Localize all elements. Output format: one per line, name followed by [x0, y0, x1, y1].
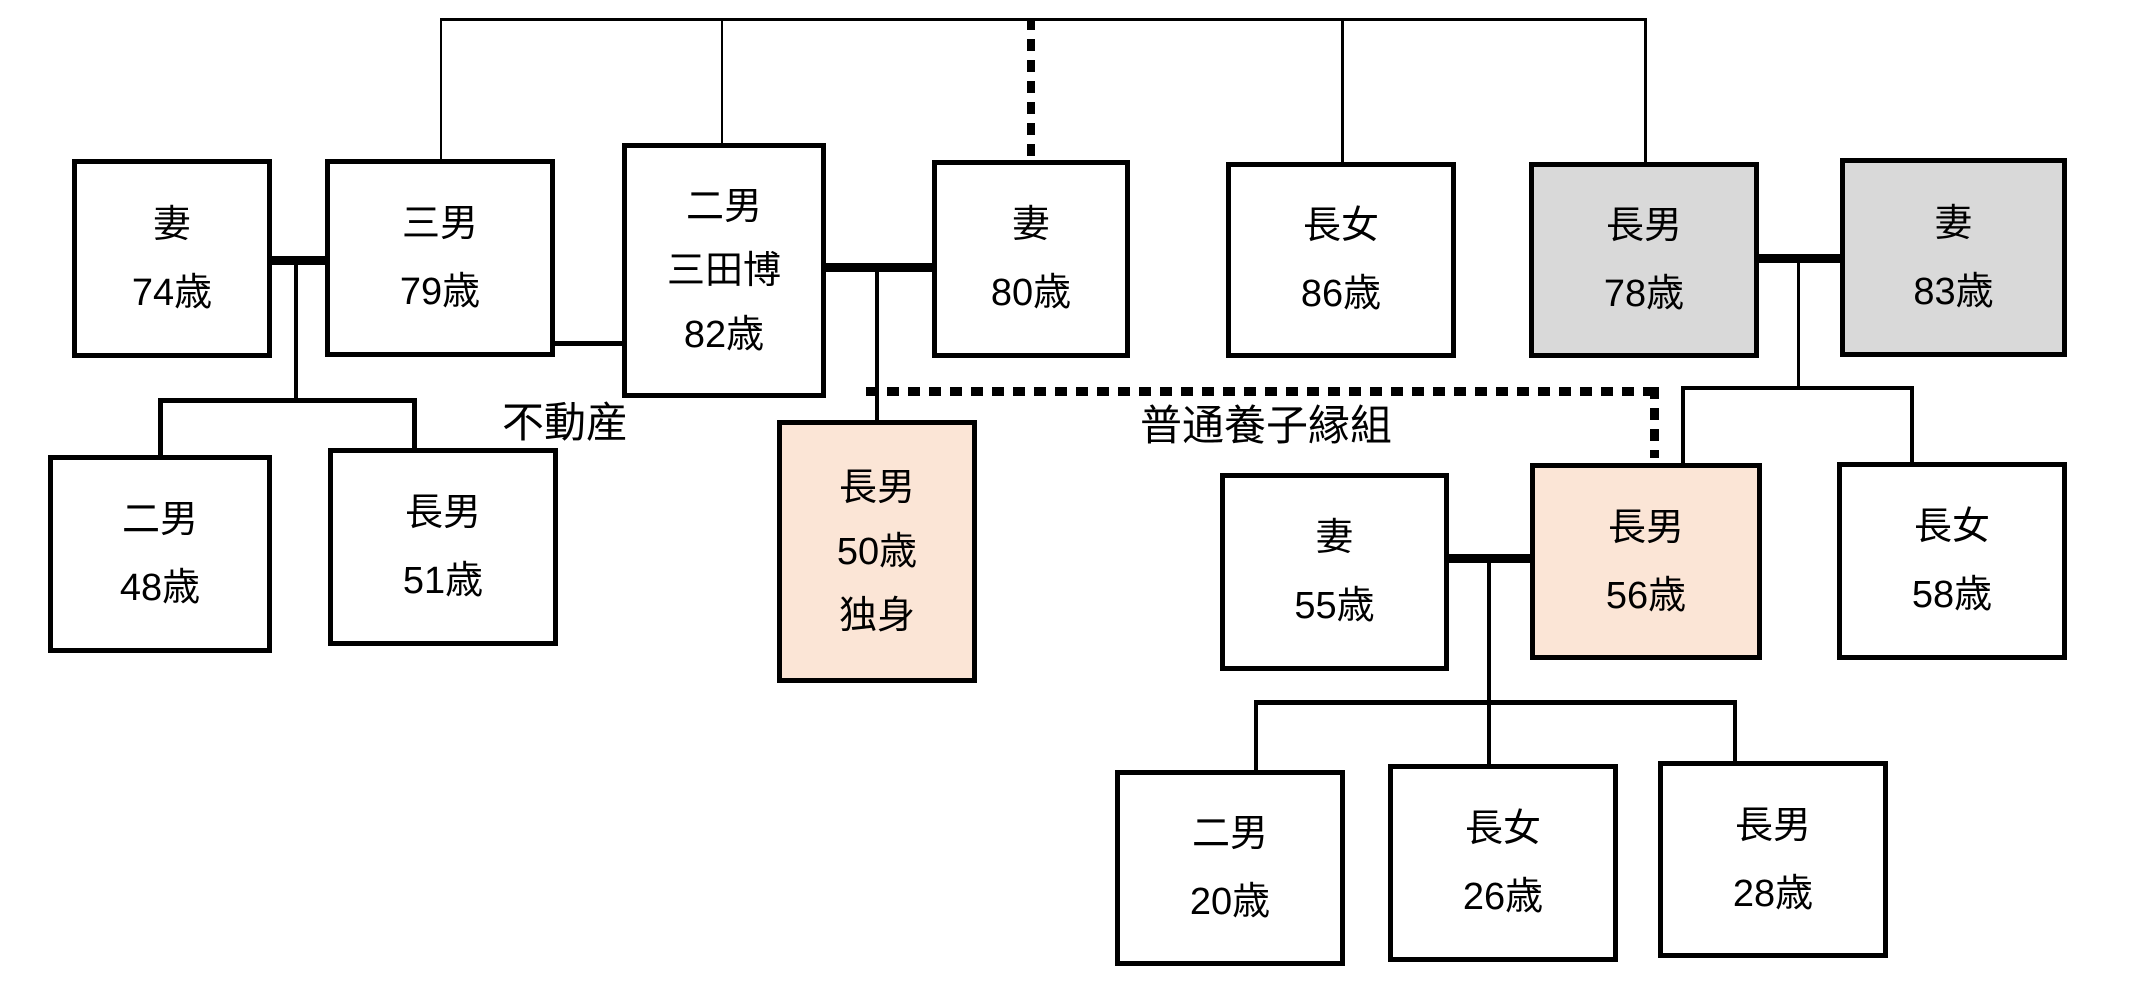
age-label: 74歳 [131, 271, 213, 314]
relation-label: 長男 [1607, 506, 1684, 549]
adoption-dotted-line-vertical [1650, 387, 1659, 458]
real-estate-label: 不動産 [502, 399, 629, 446]
name-label: 三田博 [666, 249, 781, 292]
person-box-wife-83: 妻 83歳 [1840, 158, 2067, 357]
person-box-son1-56: 長男 56歳 [1530, 463, 1762, 660]
sibling-rail-couple3 [1681, 386, 1914, 390]
age-label: 50歳 [836, 530, 918, 573]
relation-label: 妻 [1934, 202, 1973, 245]
descent-line-couple4 [1487, 558, 1491, 700]
age-label: 83歳 [1913, 270, 1994, 313]
relation-label: 長男 [1605, 205, 1682, 247]
relation-label: 長男 [1734, 804, 1811, 847]
person-box-son3-79: 三男 79歳 [325, 159, 555, 357]
person-box-son1-78: 長男 78歳 [1529, 162, 1759, 358]
person-box-daughter-26: 長女 26歳 [1388, 764, 1618, 962]
age-label: 55歳 [1294, 585, 1375, 627]
drop-line-to-son2-82 [721, 18, 723, 143]
drop-line-to-daughter-86 [1341, 18, 1344, 162]
person-box-son2-82-mita-hiroshi: 二男 三田博 82歳 [622, 143, 826, 398]
age-label: 80歳 [990, 272, 1072, 314]
drop-line-to-daughter-58 [1910, 386, 1914, 462]
age-label: 56歳 [1605, 574, 1687, 617]
marriage-line-son2-82-wife80 [826, 263, 932, 272]
drop-line-to-son2-48 [158, 398, 163, 455]
adoption-label: 普通養子縁組 [1140, 402, 1393, 449]
person-box-son1-50-single: 長男 50歳 独身 [777, 420, 977, 683]
person-box-son2-48: 二男 48歳 [48, 455, 272, 653]
relation-label: 二男 [1191, 813, 1268, 855]
descent-line-couple3 [1797, 258, 1800, 386]
person-box-daughter-86: 長女 86歳 [1226, 162, 1456, 358]
relation-label: 二男 [685, 185, 762, 228]
descent-line-couple1 [294, 260, 298, 398]
age-label: 20歳 [1189, 881, 1271, 923]
age-label: 78歳 [1603, 273, 1685, 315]
person-box-daughter-58: 長女 58歳 [1837, 462, 2067, 660]
drop-line-to-son1-78 [1644, 18, 1647, 162]
relation-label: 二男 [121, 499, 198, 541]
drop-line-to-son1-56 [1681, 386, 1685, 463]
relation-label: 長女 [1302, 205, 1379, 247]
age-label: 58歳 [1911, 574, 1993, 616]
relation-label: 長男 [838, 466, 915, 509]
adoption-dotted-line-horizontal [866, 387, 1662, 396]
relation-label: 長女 [1464, 808, 1541, 850]
relation-label: 妻 [1315, 517, 1354, 559]
relation-label: 妻 [152, 203, 191, 246]
age-label: 86歳 [1300, 273, 1382, 315]
drop-line-to-daughter-26 [1487, 700, 1491, 764]
person-box-son1-28: 長男 28歳 [1658, 761, 1888, 958]
drop-line-to-son1-51 [412, 398, 417, 450]
relation-label: 長女 [1913, 506, 1990, 548]
age-label: 51歳 [402, 560, 484, 602]
age-label: 48歳 [119, 567, 201, 609]
age-label: 28歳 [1732, 872, 1814, 915]
relation-label: 妻 [1011, 204, 1050, 246]
relation-label: 長男 [404, 492, 481, 534]
dotted-drop-line-to-wife-80 [1027, 18, 1035, 160]
person-box-wife-74: 妻 74歳 [72, 159, 272, 358]
top-sibling-rail [440, 18, 1647, 21]
age-label: 79歳 [399, 271, 481, 313]
relation-label: 三男 [401, 203, 478, 245]
drop-line-to-son2-20 [1254, 700, 1258, 770]
sibling-rail-couple4 [1254, 700, 1737, 705]
marital-status-label: 独身 [838, 594, 915, 637]
drop-line-to-son3-79 [440, 18, 442, 159]
person-box-wife-80: 妻 80歳 [932, 160, 1130, 358]
person-box-son2-20: 二男 20歳 [1115, 770, 1345, 966]
age-label: 26歳 [1462, 876, 1544, 918]
person-box-son1-51: 長男 51歳 [328, 448, 558, 646]
marriage-line-wife74-son3 [272, 256, 325, 265]
descent-line-to-son1-50 [875, 267, 879, 420]
drop-line-to-son1-28 [1733, 700, 1737, 761]
age-label: 82歳 [683, 313, 765, 356]
person-box-wife-55: 妻 55歳 [1220, 473, 1449, 671]
sibling-rail-couple1 [158, 398, 417, 403]
